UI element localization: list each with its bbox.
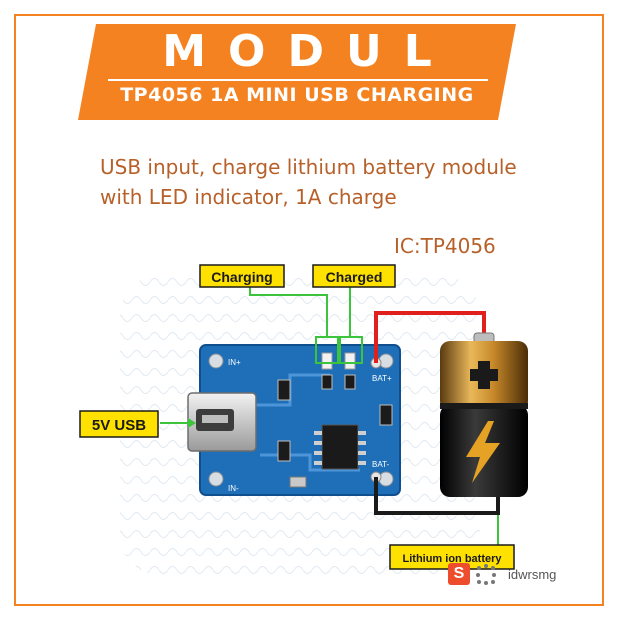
product-description: USB input, charge lithium battery module… xyxy=(100,152,517,212)
usb-label: 5V USB xyxy=(79,410,159,438)
shop-handle: idwrsmg xyxy=(508,566,557,582)
silk-bat-minus: BAT- xyxy=(372,460,390,469)
description-line-1: USB input, charge lithium battery module xyxy=(100,155,517,179)
charged-label-text: Charged xyxy=(326,269,383,285)
black-wire xyxy=(374,477,500,515)
module-illustration: IN+ IN- BAT+ BAT- Charging Char xyxy=(79,264,528,575)
silk-bat-plus: BAT+ xyxy=(372,374,392,383)
plus-icon xyxy=(470,361,498,389)
charged-label: Charged xyxy=(312,264,396,288)
battery-illustration xyxy=(440,332,528,497)
usb-label-text: 5V USB xyxy=(92,417,146,434)
usb-arrow xyxy=(188,418,196,428)
silk-in-minus: IN- xyxy=(228,484,239,493)
description-line-2: with LED indicator, 1A charge xyxy=(100,185,397,209)
banner-shape xyxy=(78,24,516,120)
shop-badge-icon: S xyxy=(448,563,470,585)
lightning-icon xyxy=(466,421,500,483)
shop-watermark: S idwrsmg xyxy=(448,563,556,585)
banner-title: MODUL xyxy=(162,26,454,77)
charging-label: Charging xyxy=(199,264,285,288)
charging-leader-line xyxy=(249,283,328,337)
charging-label-text: Charging xyxy=(211,269,272,285)
title-banner: MODUL TP4056 1A MINI USB CHARGING xyxy=(78,24,516,120)
ic-label: IC:TP4056 xyxy=(394,234,496,258)
banner-subtitle: TP4056 1A MINI USB CHARGING xyxy=(120,84,474,106)
battery-label-text: Lithium ion battery xyxy=(403,553,503,565)
red-wire xyxy=(374,311,486,363)
dots-logo-icon xyxy=(476,564,496,585)
silk-in-plus: IN+ xyxy=(228,358,241,367)
pcb-board: IN+ IN- BAT+ BAT- xyxy=(199,344,401,496)
mini-usb-connector xyxy=(187,392,257,452)
